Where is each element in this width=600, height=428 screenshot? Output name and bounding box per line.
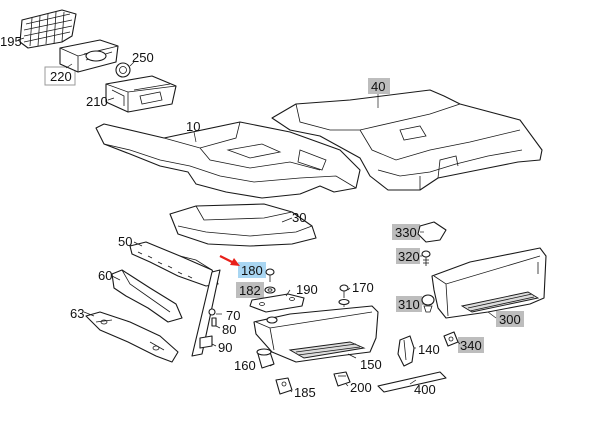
part-310-plug <box>421 294 435 313</box>
label-200: 200 <box>350 380 372 395</box>
label-182: 182 <box>239 283 261 298</box>
label-170: 170 <box>352 280 374 295</box>
label-160: 160 <box>234 358 256 373</box>
part-220-box <box>59 39 119 73</box>
label-box-330 <box>392 224 420 240</box>
part-185-clip <box>275 377 293 395</box>
label-180: 180 <box>241 263 263 278</box>
part-200-clip <box>333 371 351 387</box>
label-30: 30 <box>292 210 306 225</box>
label-340: 340 <box>460 338 482 353</box>
part-50-side-trim <box>129 241 219 287</box>
part-210-tray <box>105 75 177 113</box>
label-box-320 <box>396 248 420 264</box>
part-60-side-trim <box>111 269 183 323</box>
part-10-floor-panel <box>95 121 361 199</box>
label-210: 210 <box>86 94 108 109</box>
label-250: 250 <box>132 50 154 65</box>
label-320: 320 <box>398 249 420 264</box>
label-150: 150 <box>360 357 382 372</box>
part-330-cap <box>417 221 447 243</box>
part-320-screw <box>421 250 431 266</box>
part-strip <box>191 269 222 357</box>
label-190: 190 <box>296 282 318 297</box>
label-40: 40 <box>371 79 385 94</box>
label-10: 10 <box>186 119 200 134</box>
label-140: 140 <box>418 342 440 357</box>
label-70: 70 <box>226 308 240 323</box>
part-182-washer <box>264 286 276 294</box>
label-50: 50 <box>118 234 132 249</box>
part-190-bracket <box>249 293 305 313</box>
label-195: 195 <box>0 34 22 49</box>
part-180-screw <box>265 268 275 282</box>
part-250-clip <box>115 61 135 78</box>
part-400-strip <box>377 371 447 393</box>
part-63-bracket <box>85 311 179 363</box>
part-340-clip <box>443 331 459 347</box>
label-80: 80 <box>222 322 236 337</box>
part-300-right-tray <box>431 247 547 319</box>
label-300: 300 <box>499 312 521 327</box>
label-box-182 <box>236 282 264 298</box>
label-box-300 <box>496 311 524 327</box>
label-400: 400 <box>414 382 436 397</box>
label-box-310 <box>396 296 422 312</box>
part-150-floor-tray <box>253 305 379 363</box>
label-box-340 <box>458 337 484 353</box>
label-90: 90 <box>218 340 232 355</box>
label-310: 310 <box>398 297 420 312</box>
label-60: 60 <box>98 268 112 283</box>
label-box-40 <box>368 78 390 94</box>
part-140-bracket <box>397 335 415 367</box>
label-box-220 <box>44 66 76 86</box>
part-40-rear-panel <box>271 89 543 191</box>
label-330: 330 <box>395 225 417 240</box>
label-220: 220 <box>50 69 72 84</box>
red-arrow-icon <box>219 255 240 266</box>
part-30-tray-panel <box>169 203 317 247</box>
label-185: 185 <box>294 385 316 400</box>
part-195-net <box>19 9 77 49</box>
label-box-180 <box>238 262 266 278</box>
label-63: 63 <box>70 306 84 321</box>
